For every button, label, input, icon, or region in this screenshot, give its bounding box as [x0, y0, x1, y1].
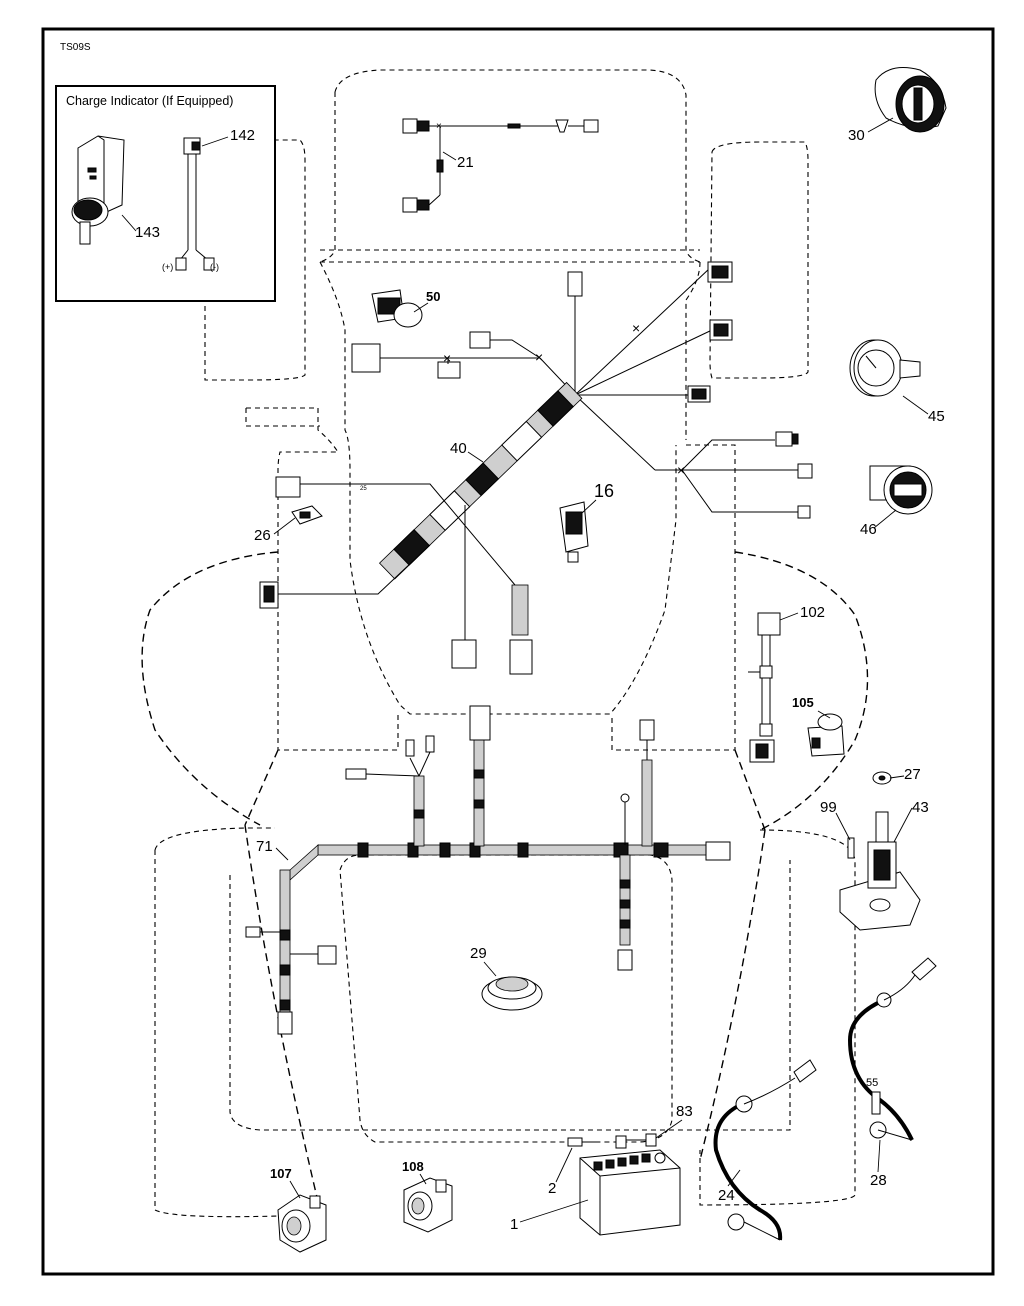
callout-40: 40	[450, 440, 467, 457]
callout-50: 50	[426, 289, 440, 304]
battery-icon	[567, 1133, 681, 1236]
diagram-frame	[41, 27, 995, 1276]
callout-30: 30	[848, 127, 865, 144]
drawing-code: TS09S	[60, 42, 91, 53]
callout-28: 28	[870, 1172, 887, 1189]
callout-43: 43	[912, 799, 929, 816]
ignition-switch-icon	[874, 67, 947, 133]
fuse-holder-icon	[291, 505, 323, 525]
battery-cable-icon	[847, 957, 937, 1141]
callout-16: 16	[594, 481, 614, 501]
callout-45: 45	[928, 408, 945, 425]
harness-102	[748, 612, 781, 763]
callout-24: 24	[718, 1187, 735, 1204]
callout-71: 71	[256, 838, 273, 855]
inset-title: Charge Indicator (If Equipped)	[66, 94, 233, 108]
svg-text:×: ×	[436, 121, 442, 132]
callout-21: 21	[457, 154, 474, 171]
charge-indicator-inset: Charge Indicator (If Equipped) 143 142 (…	[55, 85, 276, 302]
svg-text:×: ×	[443, 350, 451, 366]
grommet-icon	[481, 976, 543, 1011]
seat-switch-icon	[807, 713, 845, 757]
svg-text:×: ×	[677, 462, 685, 478]
callout-26: 26	[254, 527, 271, 544]
callout-107: 107	[270, 1166, 292, 1181]
callout-83: 83	[676, 1103, 693, 1120]
callout-29: 29	[470, 945, 487, 962]
gauge-icon	[849, 339, 921, 397]
svg-text:×: ×	[535, 349, 543, 365]
svg-text:×: ×	[632, 320, 640, 336]
charge-harness-icon	[175, 137, 215, 271]
harness-21: ×	[402, 118, 599, 213]
plus-label: (+)	[162, 262, 173, 272]
callout-27: 27	[904, 766, 921, 783]
pto-switch-icon	[371, 289, 423, 328]
callout-105: 105	[792, 695, 814, 710]
main-harness-40: × × × × ×	[259, 261, 813, 675]
callout-99: 99	[820, 799, 837, 816]
callout-1: 1	[510, 1216, 518, 1233]
callout-108: 108	[402, 1159, 424, 1174]
solenoid-icon	[403, 1177, 453, 1233]
solenoid-icon	[839, 771, 921, 931]
solenoid-icon	[277, 1194, 327, 1253]
callout-102: 102	[800, 604, 825, 621]
relay-icon	[559, 501, 589, 563]
harness-71	[245, 705, 731, 1035]
callout-55: 55	[866, 1077, 878, 1089]
callout-2: 2	[548, 1180, 556, 1197]
callout-143: 143	[135, 224, 160, 241]
charge-indicator-icon	[71, 135, 125, 245]
hour-meter-icon	[869, 465, 933, 515]
callout-142: 142	[230, 127, 255, 144]
minus-label: (-)	[210, 262, 219, 272]
callout-46: 46	[860, 521, 877, 538]
battery-cable-icon	[713, 1059, 817, 1241]
wire-gauge-25: 25	[360, 486, 367, 492]
